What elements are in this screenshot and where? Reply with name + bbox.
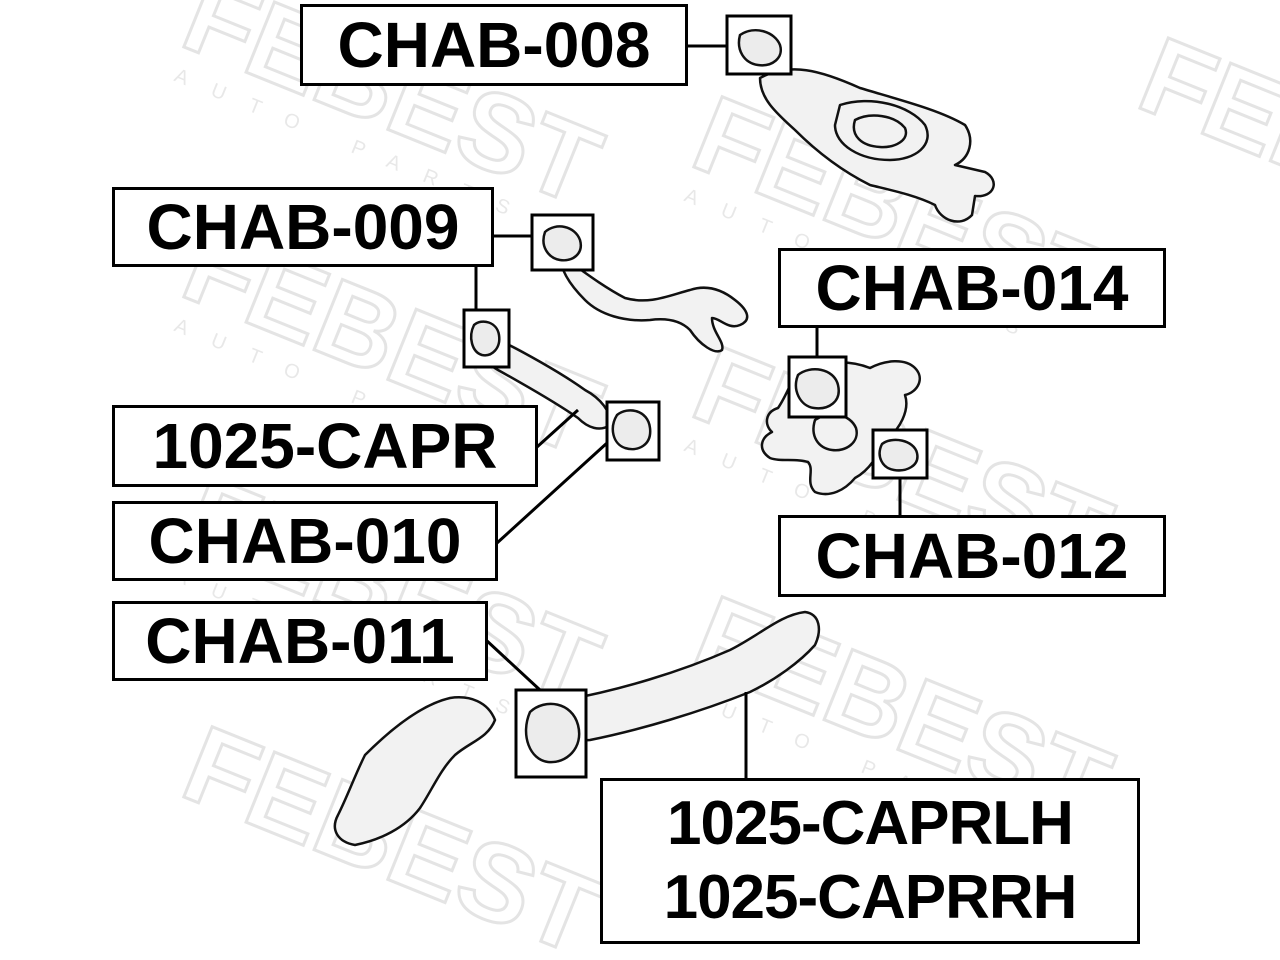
label-text: CHAB-014 — [815, 252, 1129, 324]
leader-chab-011 — [484, 638, 542, 692]
label-text-caprlh: 1025-CAPRLH — [667, 789, 1074, 858]
label-text: CHAB-012 — [815, 520, 1129, 592]
label-text: 1025-CAPR — [152, 410, 498, 482]
label-chab-010: CHAB-010 — [112, 501, 498, 581]
label-chab-014: CHAB-014 — [778, 248, 1166, 328]
bushing-glyph — [611, 409, 652, 451]
upper-control-arm — [758, 68, 995, 223]
bushing-glyph — [794, 368, 840, 410]
parts-layer — [333, 68, 995, 847]
bushing-glyph — [470, 320, 501, 357]
bushing-glyphs — [470, 29, 919, 764]
label-text-caprrh: 1025-CAPRRH — [663, 863, 1078, 932]
lower-control-arm — [557, 610, 821, 742]
upper-arm-hub-inner — [852, 114, 908, 149]
leader-1025-capr — [535, 408, 580, 449]
bushing-glyph — [542, 225, 583, 262]
leader-lines — [474, 44, 902, 780]
upper-arm-hub — [833, 99, 929, 162]
label-text: CHAB-010 — [148, 505, 462, 577]
label-1025-capr: 1025-CAPR — [112, 405, 538, 487]
label-text: CHAB-008 — [337, 9, 651, 81]
label-1025-caprlh-caprrh: 1025-CAPRLH 1025-CAPRRH — [600, 778, 1140, 944]
label-text: CHAB-009 — [146, 191, 460, 263]
bushing-glyph — [878, 438, 919, 472]
label-chab-008: CHAB-008 — [300, 4, 688, 86]
trailing-link — [558, 253, 749, 353]
leader-chab-010 — [495, 441, 609, 545]
lateral-link — [482, 336, 612, 430]
spring-bracket — [333, 696, 497, 847]
label-chab-009: CHAB-009 — [112, 187, 494, 267]
label-chab-012: CHAB-012 — [778, 515, 1166, 597]
label-text: CHAB-011 — [145, 605, 455, 677]
label-chab-011: CHAB-011 — [112, 601, 488, 681]
bushing-glyph — [524, 702, 581, 764]
bushing-glyph — [737, 29, 783, 67]
